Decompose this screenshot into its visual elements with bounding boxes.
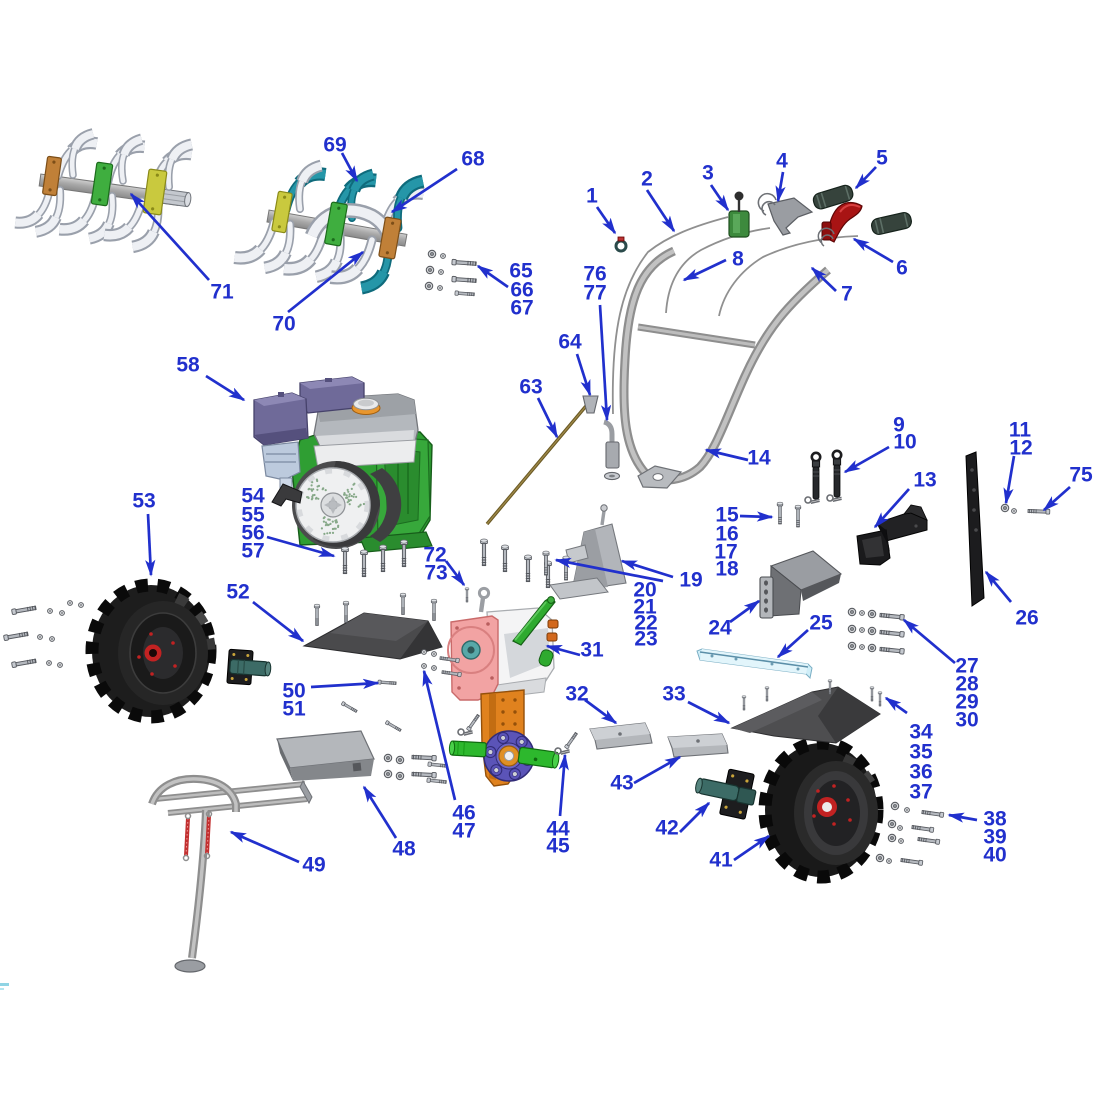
- svg-text:37: 37: [909, 781, 932, 804]
- svg-text:34: 34: [909, 721, 933, 744]
- svg-text:18: 18: [715, 558, 739, 581]
- svg-text:14: 14: [747, 447, 771, 470]
- svg-text:10: 10: [893, 431, 916, 454]
- svg-text:70: 70: [272, 313, 295, 336]
- svg-text:51: 51: [282, 698, 306, 721]
- svg-text:22: 22: [634, 612, 657, 635]
- svg-text:56: 56: [241, 522, 264, 545]
- svg-text:75: 75: [1069, 464, 1093, 487]
- svg-text:3: 3: [702, 162, 714, 185]
- svg-text:30: 30: [955, 709, 978, 732]
- svg-text:8: 8: [732, 248, 744, 271]
- svg-text:48: 48: [392, 838, 416, 861]
- svg-text:52: 52: [226, 581, 249, 604]
- svg-text:17: 17: [714, 541, 737, 564]
- svg-text:49: 49: [302, 854, 325, 877]
- svg-text:38: 38: [983, 808, 1007, 831]
- svg-text:11: 11: [1009, 419, 1032, 442]
- svg-text:4: 4: [776, 150, 788, 173]
- svg-text:68: 68: [461, 148, 485, 171]
- svg-text:7: 7: [841, 283, 853, 306]
- svg-text:6: 6: [896, 257, 908, 280]
- svg-text:72: 72: [423, 544, 446, 567]
- svg-text:63: 63: [519, 376, 542, 399]
- svg-text:77: 77: [583, 282, 606, 305]
- svg-text:21: 21: [633, 596, 657, 619]
- svg-text:73: 73: [424, 562, 447, 585]
- svg-text:39: 39: [983, 826, 1006, 849]
- svg-text:1: 1: [586, 185, 598, 208]
- svg-text:23: 23: [634, 628, 657, 651]
- svg-text:33: 33: [662, 683, 685, 706]
- svg-text:44: 44: [546, 818, 570, 841]
- svg-text:35: 35: [909, 741, 933, 764]
- svg-text:31: 31: [580, 639, 604, 662]
- svg-text:13: 13: [913, 469, 936, 492]
- svg-text:43: 43: [610, 772, 633, 795]
- svg-text:45: 45: [546, 835, 570, 858]
- svg-text:32: 32: [565, 683, 588, 706]
- svg-text:26: 26: [1015, 607, 1038, 630]
- svg-text:24: 24: [708, 617, 732, 640]
- svg-text:5: 5: [876, 147, 888, 170]
- svg-text:57: 57: [241, 540, 264, 563]
- svg-text:12: 12: [1009, 437, 1032, 460]
- svg-text:28: 28: [955, 673, 979, 696]
- svg-text:27: 27: [955, 655, 978, 678]
- svg-text:16: 16: [715, 523, 738, 546]
- svg-text:69: 69: [323, 134, 346, 157]
- svg-text:64: 64: [558, 331, 582, 354]
- svg-text:67: 67: [510, 297, 533, 320]
- svg-text:41: 41: [709, 849, 733, 872]
- svg-text:53: 53: [132, 490, 155, 513]
- svg-text:29: 29: [955, 691, 978, 714]
- svg-text:54: 54: [241, 485, 265, 508]
- svg-text:9: 9: [893, 414, 905, 437]
- svg-text:2: 2: [641, 168, 653, 191]
- svg-text:65: 65: [509, 260, 533, 283]
- svg-text:36: 36: [909, 761, 932, 784]
- svg-text:19: 19: [679, 569, 702, 592]
- svg-text:15: 15: [715, 504, 739, 527]
- svg-text:42: 42: [655, 817, 678, 840]
- svg-text:50: 50: [282, 680, 305, 703]
- svg-text:20: 20: [633, 579, 656, 602]
- svg-text:25: 25: [809, 612, 833, 635]
- svg-text:40: 40: [983, 844, 1006, 867]
- svg-text:55: 55: [241, 504, 265, 527]
- svg-text:46: 46: [452, 802, 475, 825]
- svg-text:58: 58: [176, 354, 200, 377]
- svg-text:66: 66: [510, 279, 533, 302]
- svg-text:71: 71: [210, 281, 234, 304]
- svg-text:47: 47: [452, 820, 475, 843]
- svg-text:76: 76: [583, 263, 606, 286]
